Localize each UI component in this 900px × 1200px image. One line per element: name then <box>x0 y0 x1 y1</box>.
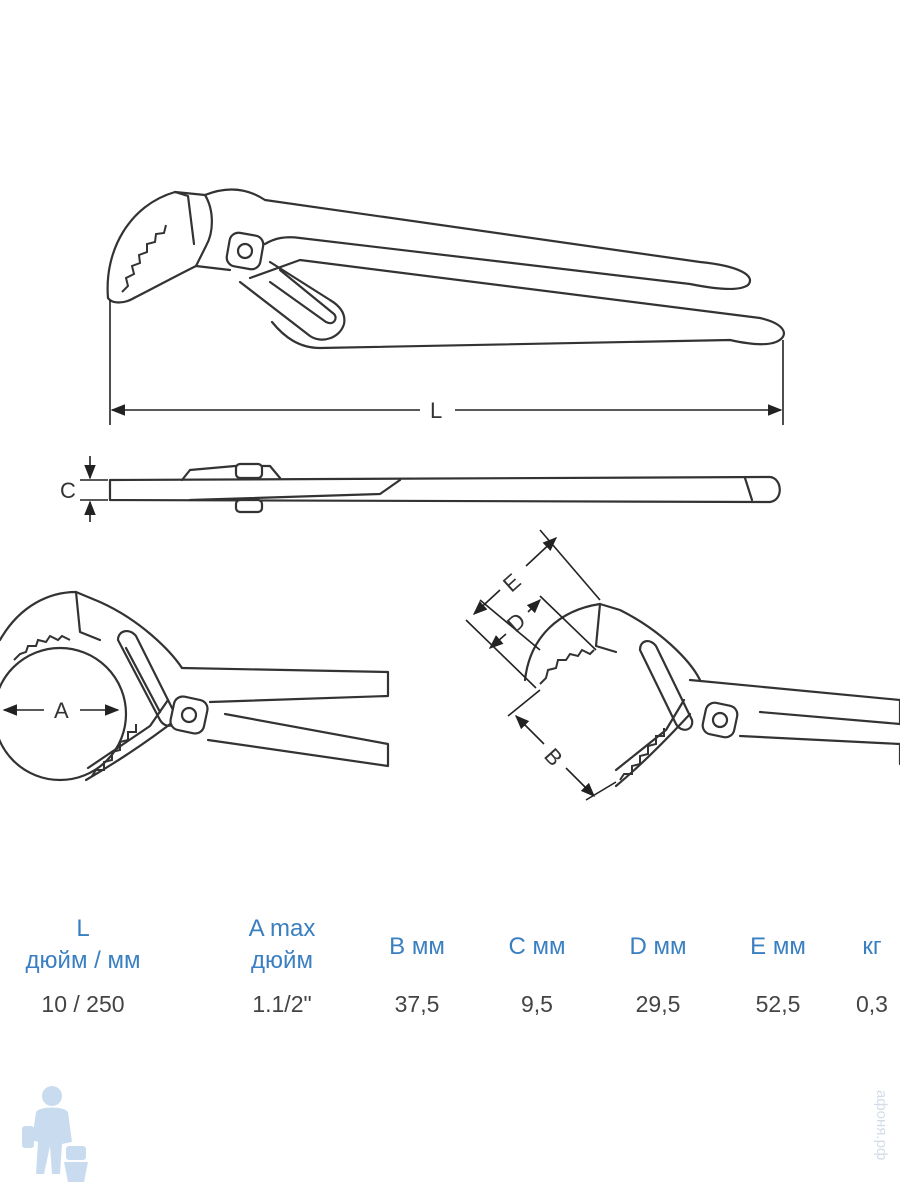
pliers-edge-view: C <box>60 456 781 522</box>
spec-header-line1: кг <box>862 933 882 960</box>
plumber-mascot-logo <box>22 1086 88 1182</box>
spec-value-C: 9,5 <box>521 991 553 1017</box>
spec-value-B: 37,5 <box>394 991 440 1017</box>
spec-value-kg: 0,3 <box>856 991 888 1017</box>
dimension-label-L: L <box>430 398 442 423</box>
spec-header-line1: A max <box>248 915 316 942</box>
spec-header-line2: дюйм <box>251 947 313 974</box>
pliers-side-view: L <box>106 188 786 425</box>
jaw-detail-BDE: E D B <box>465 529 900 801</box>
spec-header-D: D мм <box>578 931 738 963</box>
watermark-text: афоня.рф <box>873 1090 890 1161</box>
spec-value-E: 52,5 <box>755 991 801 1017</box>
dimension-label-A: A <box>54 698 69 723</box>
jaw-detail-A: A <box>0 590 390 782</box>
spec-header-L: L дюйм / мм <box>3 913 163 977</box>
spec-header-C: C мм <box>457 931 617 963</box>
dimension-label-C: C <box>60 478 76 503</box>
spec-value-L: 10 / 250 <box>41 991 125 1017</box>
spec-header-line1: L <box>76 915 90 942</box>
dimension-label-E: E <box>498 569 526 597</box>
spec-header-line1: E мм <box>750 933 806 960</box>
spec-table: L дюйм / мм A max дюйм B мм C мм D мм E … <box>0 905 900 1025</box>
spec-header-line2: дюйм / мм <box>25 947 141 974</box>
spec-header-A: A max дюйм <box>202 913 362 977</box>
site-watermark: афоня.рф <box>864 1090 894 1200</box>
spec-header-E: E мм <box>698 931 858 963</box>
dimension-label-D: D <box>502 608 531 637</box>
spec-header-kg: кг <box>792 931 900 963</box>
spec-value-A: 1.1/2" <box>252 991 312 1017</box>
spec-header-line1: C мм <box>508 933 566 960</box>
spec-header-line1: D мм <box>629 933 687 960</box>
spec-header-B: B мм <box>337 931 497 963</box>
spec-header-line1: B мм <box>389 933 445 960</box>
dimension-label-B: B <box>539 743 567 771</box>
spec-value-D: 29,5 <box>635 991 681 1017</box>
